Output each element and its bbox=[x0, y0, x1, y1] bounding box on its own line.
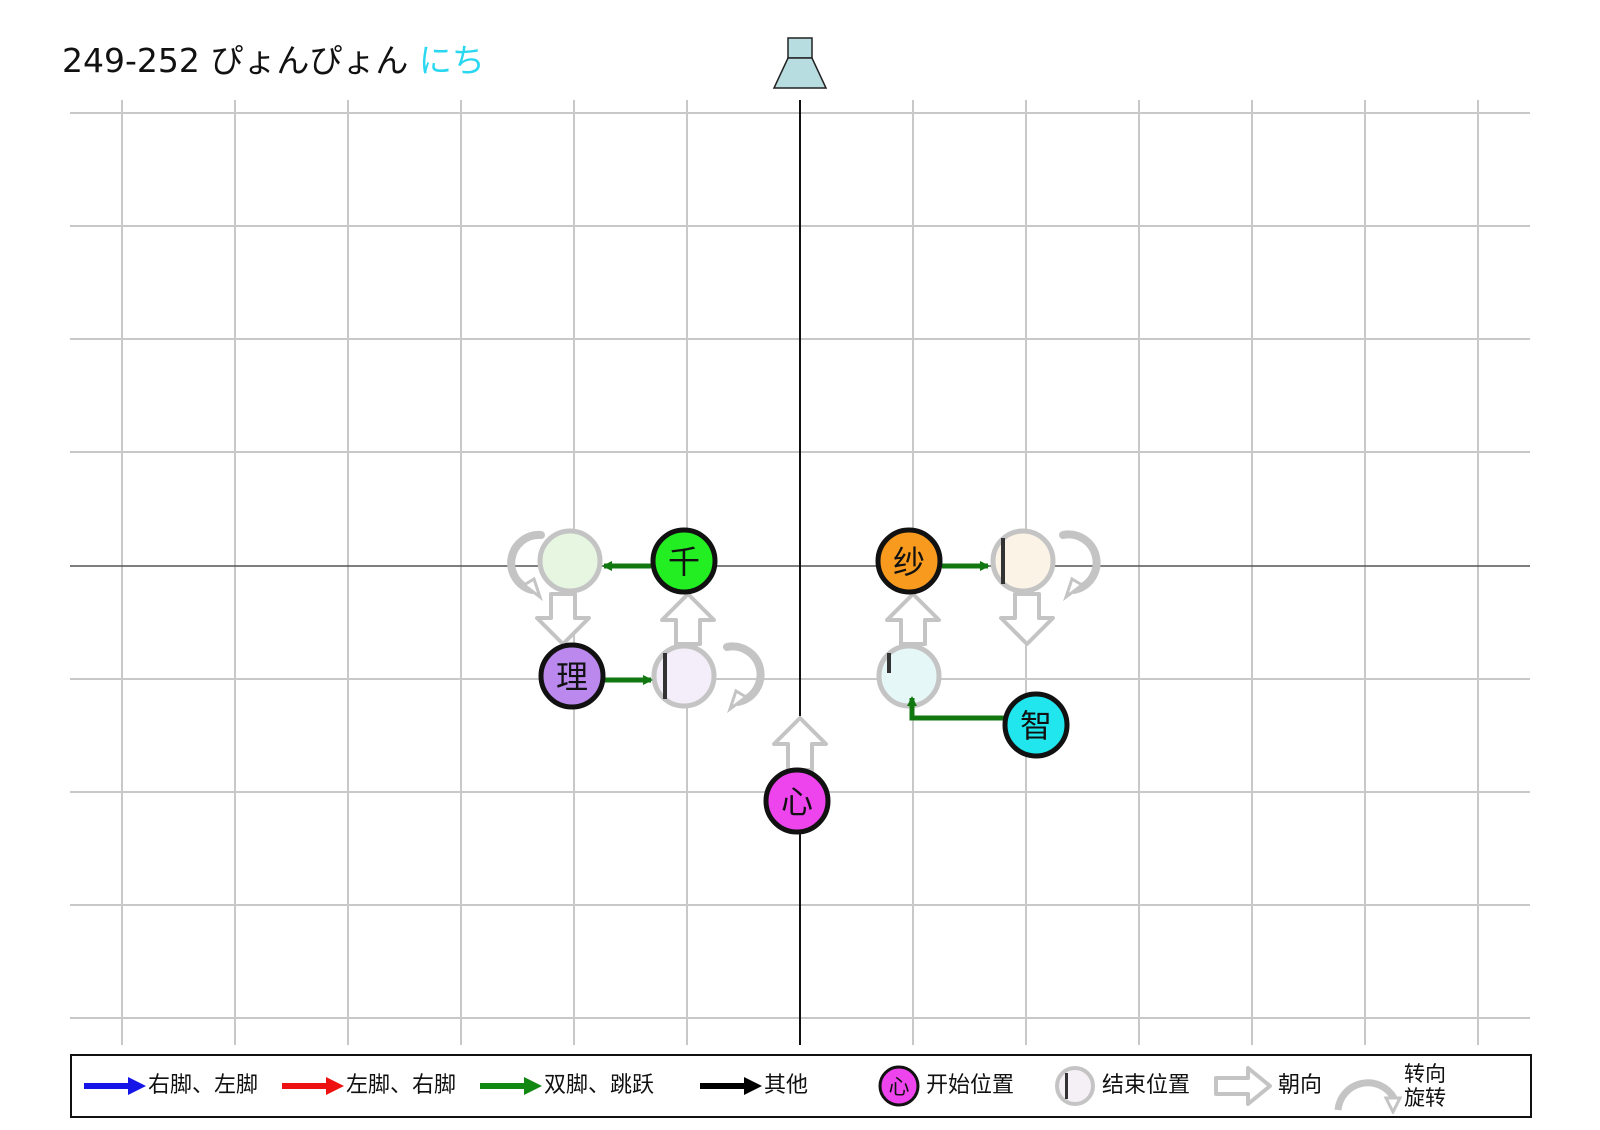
arrow-right-green-icon bbox=[480, 1077, 542, 1095]
legend-item-both-jump: 双脚、跳跃 bbox=[478, 1056, 654, 1116]
dancer-circle bbox=[650, 527, 718, 595]
legend-item-facing: 朝向 bbox=[1212, 1056, 1322, 1116]
end-position-marker bbox=[876, 643, 942, 709]
dancer-label: 智 bbox=[1020, 707, 1052, 745]
dancer-circle bbox=[1002, 691, 1070, 759]
arrow-right-black-icon bbox=[700, 1077, 762, 1095]
facing-up-icon bbox=[772, 716, 828, 772]
rotate-cw-icon bbox=[1059, 530, 1101, 602]
dancer-start-kokoro: 心 bbox=[763, 767, 831, 835]
stage-speaker-icon bbox=[772, 37, 828, 89]
start-position-icon: 心 bbox=[878, 1065, 920, 1107]
rotate-ccw-icon bbox=[507, 530, 545, 602]
dancer-start-sha: 纱 bbox=[875, 527, 943, 595]
facing-down-icon bbox=[999, 592, 1055, 646]
arrow-right-red-icon bbox=[282, 1077, 344, 1095]
legend-label: 开始位置 bbox=[926, 1073, 1015, 1098]
dancer-label: 理 bbox=[556, 658, 588, 696]
title-count: にち bbox=[418, 41, 485, 80]
page-title: 249-252 ぴょんぴょん にち bbox=[62, 34, 485, 82]
end-position-marker bbox=[537, 528, 603, 594]
formation-diagram: 千 纱 理 心 智 bbox=[70, 37, 1530, 1045]
legend-label: 结束位置 bbox=[1102, 1073, 1191, 1098]
rotate-cw-icon bbox=[723, 642, 765, 714]
legend-label: 转向 bbox=[1404, 1062, 1446, 1086]
move-arrow-both-feet bbox=[907, 696, 1005, 721]
legend-label: 其他 bbox=[764, 1073, 809, 1098]
dancer-start-ri: 理 bbox=[538, 642, 606, 710]
start-position-glyph: 心 bbox=[889, 1075, 910, 1099]
arrow-right-blue-icon bbox=[84, 1077, 146, 1095]
legend-item-start: 心 开始位置 bbox=[876, 1056, 1014, 1116]
dancer-circle bbox=[538, 642, 606, 710]
legend-turn-labels: 转向 旋转 bbox=[1404, 1062, 1446, 1110]
dancer-start-chi: 千 bbox=[650, 527, 718, 595]
end-position-icon bbox=[1055, 1066, 1095, 1106]
stage-grid bbox=[70, 100, 1530, 1045]
end-position-marker bbox=[651, 643, 717, 709]
facing-arrow-icon bbox=[1214, 1066, 1272, 1106]
facing-down-icon bbox=[535, 592, 591, 646]
dancer-label: 心 bbox=[781, 783, 813, 821]
legend-label: 旋转 bbox=[1404, 1086, 1446, 1110]
legend: 右脚、左脚 左脚、右脚 双脚、跳跃 其他 心 开始位置 结束位置 朝向 bbox=[70, 1054, 1532, 1118]
dancer-label: 纱 bbox=[893, 543, 925, 581]
dancer-label: 千 bbox=[668, 543, 700, 581]
legend-item-other: 其他 bbox=[698, 1056, 808, 1116]
dancer-circle bbox=[763, 767, 831, 835]
dancer-start-tomo: 智 bbox=[1002, 691, 1070, 759]
title-phrase: ぴょんぴょん bbox=[210, 41, 409, 80]
dancer-circle bbox=[875, 527, 943, 595]
legend-label: 双脚、跳跃 bbox=[544, 1073, 655, 1098]
legend-label: 左脚、右脚 bbox=[346, 1073, 457, 1098]
legend-label: 右脚、左脚 bbox=[148, 1073, 259, 1098]
facing-up-icon bbox=[885, 592, 941, 646]
rotate-arc-icon bbox=[1334, 1079, 1402, 1114]
legend-label: 朝向 bbox=[1278, 1073, 1323, 1098]
legend-item-right-left: 右脚、左脚 bbox=[82, 1056, 258, 1116]
legend-item-left-right: 左脚、右脚 bbox=[280, 1056, 456, 1116]
end-position-marker bbox=[990, 528, 1056, 594]
facing-up-icon bbox=[660, 592, 716, 646]
legend-item-turn: 转向 旋转 bbox=[1330, 1056, 1446, 1116]
legend-item-end: 结束位置 bbox=[1052, 1056, 1190, 1116]
title-range: 249-252 bbox=[62, 41, 200, 80]
